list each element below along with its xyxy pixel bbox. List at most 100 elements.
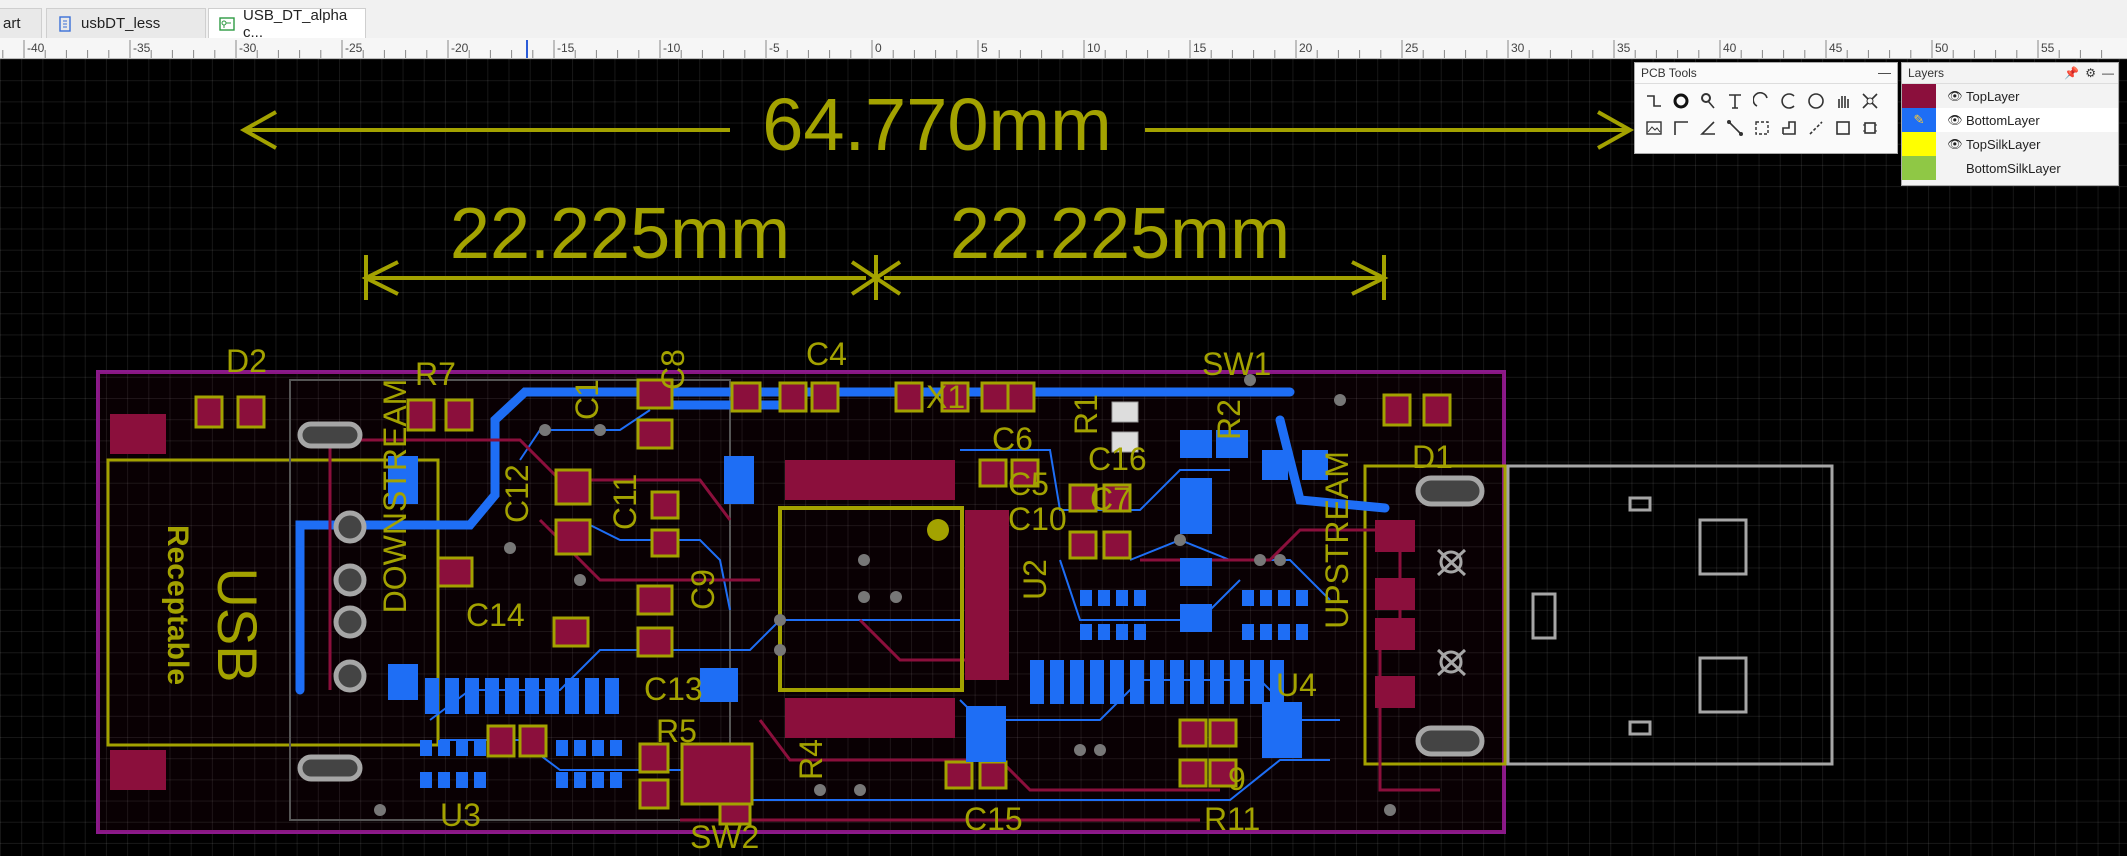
gear-icon[interactable]: ⚙: [2085, 66, 2096, 80]
minimize-icon[interactable]: —: [2102, 66, 2114, 80]
layer-row-bottomlayer[interactable]: ✎ 👁 BottomLayer: [1902, 108, 2118, 132]
image-icon[interactable]: [1643, 117, 1664, 138]
circle-arc-icon[interactable]: [1778, 90, 1799, 111]
svg-text:U2: U2: [1017, 559, 1053, 600]
svg-text:SW1: SW1: [1202, 346, 1271, 382]
ruler-label: 40: [1723, 41, 1737, 55]
ruler-label: 20: [1299, 41, 1313, 55]
drc-icon[interactable]: [1805, 117, 1826, 138]
pcb-tools-row-2: [1635, 111, 1897, 138]
svg-text:U3: U3: [440, 797, 481, 833]
pcb-drawing[interactable]: 64.770mm 22.225mm 22.225mm: [0, 59, 2127, 856]
svg-text:C1: C1: [569, 379, 605, 420]
layers-title[interactable]: Layers 📌 ⚙ —: [1902, 63, 2118, 84]
svg-text:C7: C7: [1090, 481, 1131, 517]
svg-text:R2: R2: [1211, 399, 1247, 440]
eye-icon[interactable]: 👁: [1947, 137, 1963, 151]
component-box-icon[interactable]: [1859, 117, 1880, 138]
ruler-label: -25: [345, 41, 363, 55]
tab-label: USB_DT_alpha c...: [243, 6, 348, 41]
angle-dimension-icon[interactable]: [1697, 117, 1718, 138]
svg-text:C13: C13: [644, 671, 703, 707]
pcb-tools-panel[interactable]: PCB Tools —: [1634, 62, 1898, 154]
jumper-icon[interactable]: [1724, 117, 1745, 138]
ruler-label: 25: [1405, 41, 1419, 55]
vias: [374, 374, 1396, 816]
svg-text:R7: R7: [415, 356, 456, 392]
svg-text:R4: R4: [793, 739, 829, 780]
svg-text:C5: C5: [1008, 466, 1049, 502]
pcb-tools-title[interactable]: PCB Tools —: [1635, 63, 1897, 84]
pcb-canvas[interactable]: 64.770mm 22.225mm 22.225mm: [0, 59, 2127, 856]
silk-designators: D2 R7 C4 SW1 R1 R2 D1 C6 C5 C16 C7 C10 C…: [226, 336, 1453, 855]
eye-icon[interactable]: 👁: [1947, 113, 1963, 127]
svg-text:9: 9: [1228, 761, 1246, 797]
svg-text:C4: C4: [806, 336, 847, 372]
layer-name: TopSilkLayer: [1966, 136, 2041, 152]
ruler-label: 35: [1617, 41, 1631, 55]
svg-text:U4: U4: [1276, 667, 1317, 703]
layer-name: BottomLayer: [1966, 112, 2040, 128]
route-track-icon[interactable]: [1643, 90, 1664, 111]
svg-text:C16: C16: [1088, 441, 1147, 477]
layer-color-swatch[interactable]: [1902, 132, 1936, 156]
ruler-label: 45: [1829, 41, 1843, 55]
mcu-top-pads: [785, 460, 955, 500]
pcb-document-icon: [219, 16, 235, 32]
tab-usb-dt-alpha[interactable]: USB_DT_alpha c...: [208, 6, 366, 41]
via-icon[interactable]: [1670, 90, 1691, 111]
ruler-label: -15: [557, 41, 575, 55]
ruler-label: 55: [2041, 41, 2055, 55]
fit-icon[interactable]: [1859, 90, 1880, 111]
text-icon[interactable]: [1724, 90, 1745, 111]
pan-hand-icon[interactable]: [1832, 90, 1853, 111]
usb-plug-tabs: [1436, 548, 1467, 677]
svg-text:C15: C15: [964, 801, 1023, 837]
right-dimension-label: 22.225mm: [950, 194, 1290, 274]
svg-text:D2: D2: [226, 343, 267, 379]
pcb-tools-row-1: [1635, 84, 1897, 111]
pin-icon[interactable]: 📌: [2064, 66, 2080, 80]
corner-icon[interactable]: [1670, 117, 1691, 138]
svg-text:C14: C14: [466, 597, 525, 633]
selected-pads: [1111, 401, 1139, 453]
layer-color-swatch[interactable]: [1902, 156, 1936, 180]
ruler-label: 0: [875, 41, 882, 55]
svg-text:C9: C9: [685, 569, 721, 610]
overall-dimension: [239, 110, 1635, 300]
layer-row-topsilklayer[interactable]: 👁 TopSilkLayer: [1902, 132, 2118, 156]
arc-icon[interactable]: [1751, 90, 1772, 111]
layer-name: TopLayer: [1966, 88, 2020, 104]
region-icon[interactable]: [1778, 117, 1799, 138]
layer-color-swatch[interactable]: [1902, 84, 1936, 108]
layer-row-toplayer[interactable]: 👁 TopLayer: [1902, 84, 2118, 108]
mcu-bottom-pads: [785, 698, 955, 738]
svg-text:R1: R1: [1068, 394, 1104, 435]
svg-text:C8: C8: [655, 349, 691, 390]
ruler-label: -20: [451, 41, 469, 55]
minimize-icon[interactable]: —: [1878, 65, 1891, 80]
tab-start[interactable]: art: [0, 8, 42, 38]
pencil-icon[interactable]: ✎: [1902, 108, 1936, 132]
ruler-label: -5: [769, 41, 780, 55]
eye-icon[interactable]: 👁: [1947, 89, 1963, 103]
tab-usbdt-less[interactable]: usbDT_less: [46, 8, 206, 38]
ruler-label: 10: [1087, 41, 1101, 55]
ruler-label: -35: [133, 41, 151, 55]
smd-components: [194, 378, 1452, 826]
circle-icon[interactable]: [1805, 90, 1826, 111]
bottom-pin-rows: [420, 590, 1308, 788]
svg-text:C11: C11: [607, 474, 643, 530]
pad-icon[interactable]: [1697, 90, 1718, 111]
usb-receptacle-outline: [106, 458, 440, 747]
tab-label: art: [3, 15, 21, 32]
layers-panel[interactable]: Layers 📌 ⚙ — 👁 TopLayer ✎ 👁 BottomLayer …: [1901, 62, 2119, 186]
tab-label: usbDT_less: [81, 15, 161, 32]
rectangle-icon[interactable]: [1832, 117, 1853, 138]
layer-row-bottomsilklayer[interactable]: BottomSilkLayer: [1902, 156, 2118, 180]
ruler-label: 50: [1935, 41, 1949, 55]
svg-text:R5: R5: [656, 713, 697, 749]
rect-select-icon[interactable]: [1751, 117, 1772, 138]
usb-plug-outline: [1506, 464, 1834, 766]
